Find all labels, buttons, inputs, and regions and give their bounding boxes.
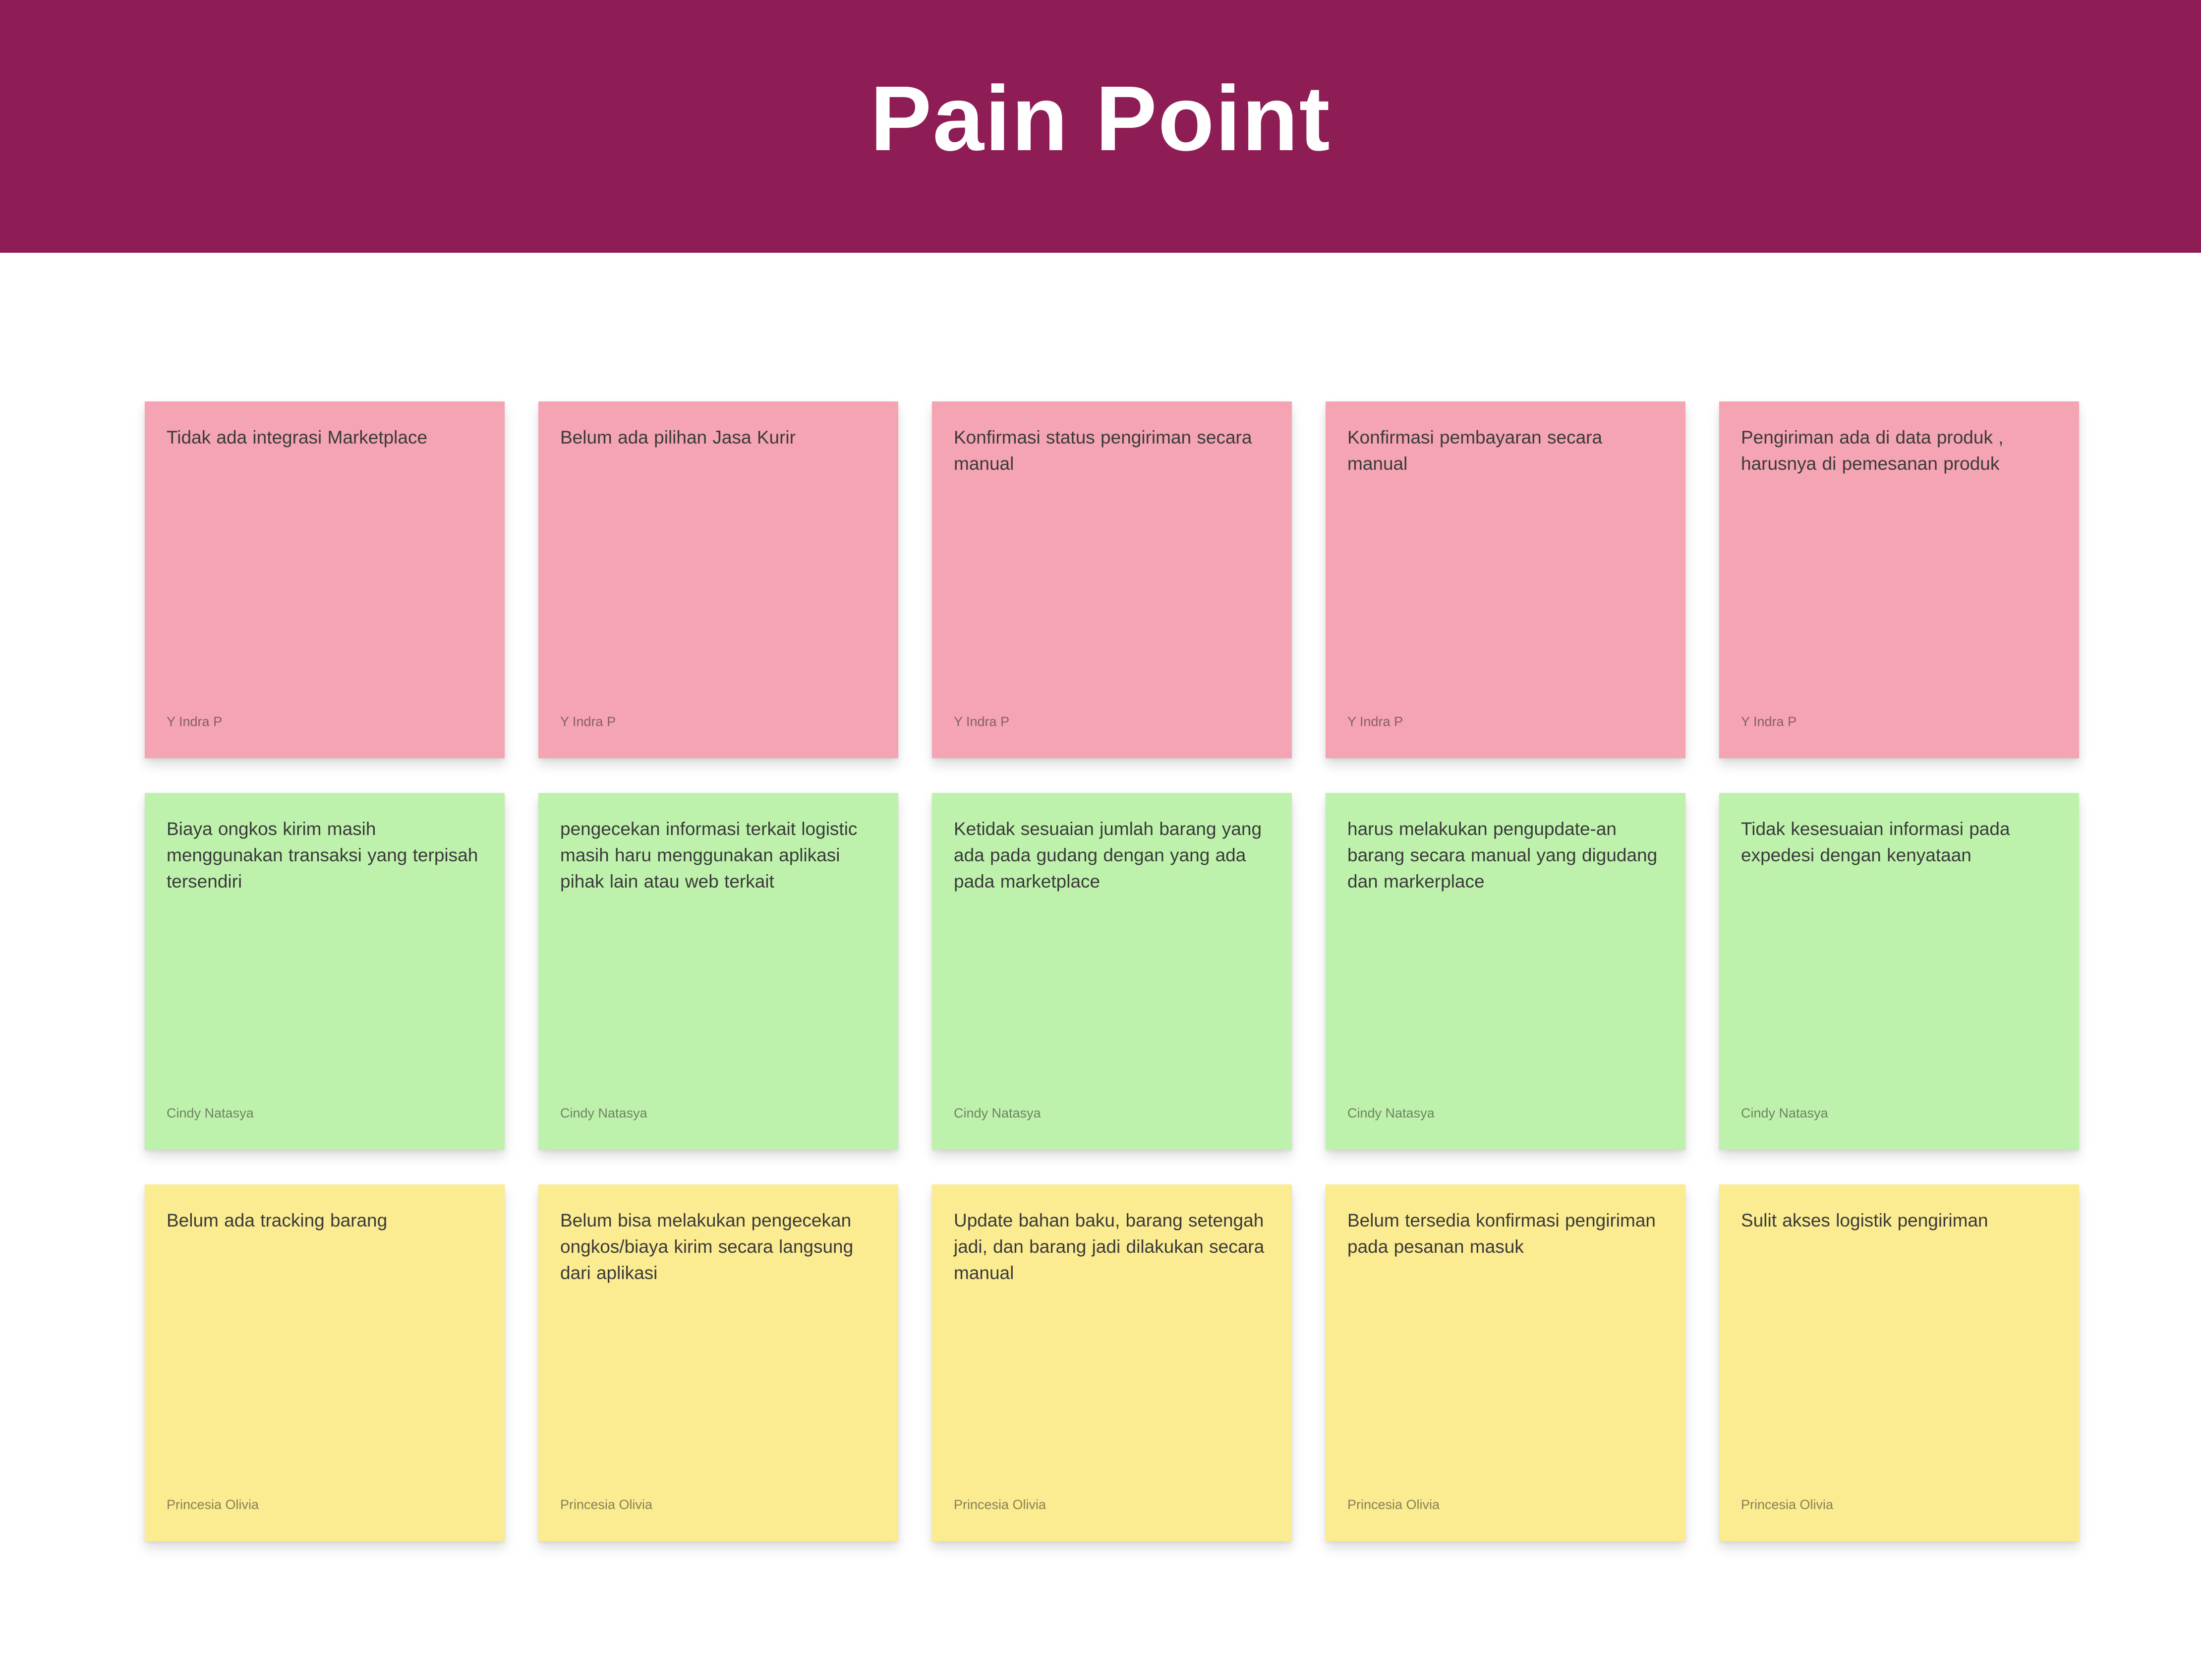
sticky-note[interactable]: Belum tersedia konfirmasi pengiriman pad… <box>1326 1184 1685 1541</box>
sticky-note-author: Y Indra P <box>167 714 223 729</box>
sticky-note-text: Konfirmasi pembayaran secara manual <box>1347 427 1603 474</box>
sticky-note-author: Princesia Olivia <box>954 1497 1046 1512</box>
sticky-note-text: pengecekan informasi terkait logistic ma… <box>560 819 858 892</box>
sticky-note-author: Cindy Natasya <box>167 1106 254 1120</box>
sticky-note[interactable]: Belum bisa melakukan pengecekan ongkos/b… <box>538 1184 898 1541</box>
sticky-note[interactable]: Belum ada pilihan Jasa Kurir Y Indra P <box>538 401 898 758</box>
sticky-note-text: Update bahan baku, barang setengah jadi,… <box>954 1210 1265 1283</box>
sticky-note-author: Cindy Natasya <box>954 1106 1041 1120</box>
sticky-note-author: Y Indra P <box>954 714 1010 729</box>
sticky-note-author: Y Indra P <box>560 714 616 729</box>
sticky-note-text: Konfirmasi status pengiriman secara manu… <box>954 427 1252 474</box>
sticky-note-text: Sulit akses logistik pengiriman <box>1741 1210 1988 1231</box>
sticky-note[interactable]: Konfirmasi status pengiriman secara manu… <box>932 401 1292 758</box>
sticky-note-text: Belum bisa melakukan pengecekan ongkos/b… <box>560 1210 854 1283</box>
sticky-note-author: Princesia Olivia <box>560 1497 653 1512</box>
sticky-note[interactable]: Pengiriman ada di data produk , harusnya… <box>1719 401 2079 758</box>
sticky-note[interactable]: pengecekan informasi terkait logistic ma… <box>538 793 898 1150</box>
sticky-note-author: Cindy Natasya <box>1347 1106 1435 1120</box>
sticky-note[interactable]: Sulit akses logistik pengiriman Princesi… <box>1719 1184 2079 1541</box>
sticky-note-text: Belum ada tracking barang <box>167 1210 388 1231</box>
sticky-board: Tidak ada integrasi Marketplace Y Indra … <box>0 253 2201 1680</box>
sticky-note-author: Princesia Olivia <box>167 1497 259 1512</box>
sticky-note-author: Princesia Olivia <box>1347 1497 1440 1512</box>
sticky-note[interactable]: harus melakukan pengupdate-an barang sec… <box>1326 793 1685 1150</box>
header-banner: Pain Point <box>0 0 2201 253</box>
sticky-note[interactable]: Konfirmasi pembayaran secara manual Y In… <box>1326 401 1685 758</box>
sticky-note-text: Pengiriman ada di data produk , harusnya… <box>1741 427 2004 474</box>
sticky-note-text: Tidak ada integrasi Marketplace <box>167 427 428 448</box>
page-title: Pain Point <box>870 67 1331 170</box>
sticky-note-author: Cindy Natasya <box>560 1106 647 1120</box>
sticky-note-text: Biaya ongkos kirim masih menggunakan tra… <box>167 819 478 892</box>
sticky-note-author: Y Indra P <box>1741 714 1797 729</box>
sticky-note[interactable]: Tidak ada integrasi Marketplace Y Indra … <box>145 401 505 758</box>
sticky-note[interactable]: Belum ada tracking barang Princesia Oliv… <box>145 1184 505 1541</box>
sticky-note-text: Tidak kesesuaian informasi pada expedesi… <box>1741 819 2010 865</box>
sticky-note-author: Y Indra P <box>1347 714 1403 729</box>
sticky-note-text: Belum tersedia konfirmasi pengiriman pad… <box>1347 1210 1656 1257</box>
sticky-note-author: Princesia Olivia <box>1741 1497 1834 1512</box>
sticky-note[interactable]: Biaya ongkos kirim masih menggunakan tra… <box>145 793 505 1150</box>
sticky-note[interactable]: Tidak kesesuaian informasi pada expedesi… <box>1719 793 2079 1150</box>
sticky-note-text: harus melakukan pengupdate-an barang sec… <box>1347 819 1658 892</box>
sticky-note-author: Cindy Natasya <box>1741 1106 1828 1120</box>
sticky-note-text: Ketidak sesuaian jumlah barang yang ada … <box>954 819 1262 892</box>
sticky-note[interactable]: Update bahan baku, barang setengah jadi,… <box>932 1184 1292 1541</box>
sticky-note-text: Belum ada pilihan Jasa Kurir <box>560 427 796 448</box>
sticky-note[interactable]: Ketidak sesuaian jumlah barang yang ada … <box>932 793 1292 1150</box>
